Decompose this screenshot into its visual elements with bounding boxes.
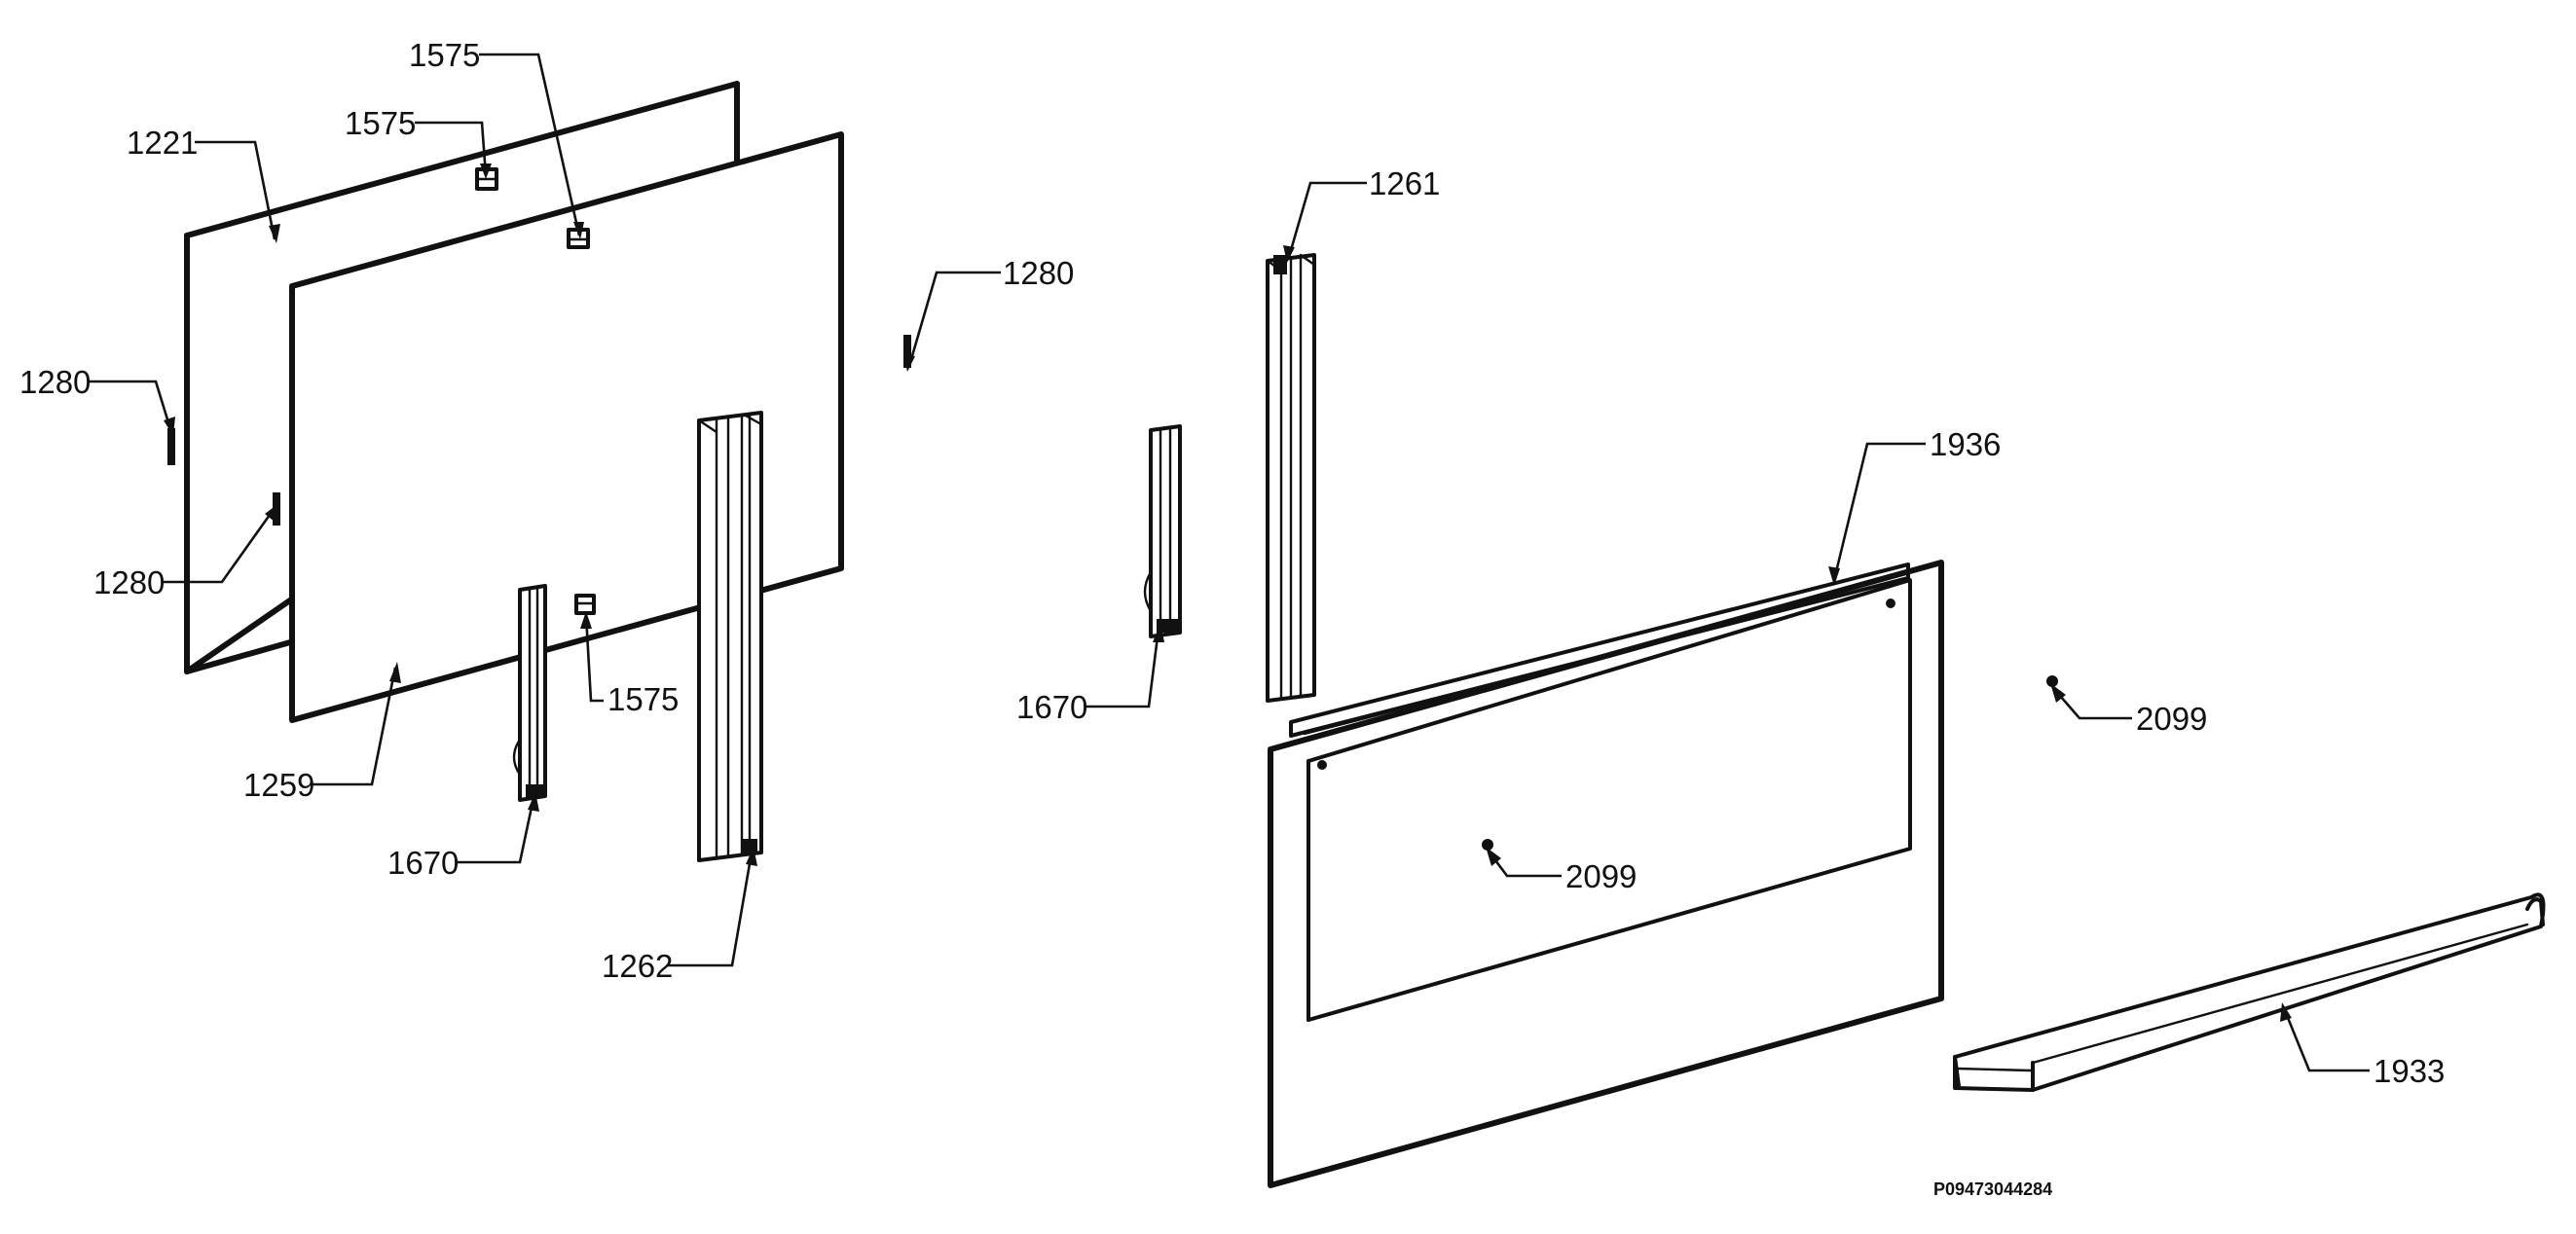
label-1262: 1262 <box>602 948 673 984</box>
bracket-1936 <box>1289 563 1910 738</box>
label-1575-top: 1575 <box>409 37 480 73</box>
screw-2099-center <box>1482 839 1493 851</box>
label-2099-center: 2099 <box>1565 858 1637 894</box>
profile-1670-right <box>1143 424 1182 638</box>
label-1575-mid: 1575 <box>345 105 416 141</box>
label-1670-left: 1670 <box>387 845 459 881</box>
part-labels: 1575 1575 1221 1280 1280 1280 1259 1670 … <box>19 37 2445 1089</box>
label-1936: 1936 <box>1930 426 2001 462</box>
profile-1670-left <box>512 584 547 802</box>
label-1280-left: 1280 <box>19 364 91 400</box>
label-1575-low: 1575 <box>607 681 679 717</box>
label-2099-right: 2099 <box>2136 701 2207 737</box>
profile-1261 <box>1266 253 1316 703</box>
label-1280-right: 1280 <box>1003 255 1074 291</box>
profile-1262 <box>697 411 763 862</box>
label-1933: 1933 <box>2374 1053 2445 1089</box>
clip-1575-low <box>574 594 596 615</box>
screw-2099-right <box>2046 675 2058 687</box>
leader-lines <box>90 53 2370 1072</box>
label-1259: 1259 <box>243 767 314 803</box>
pad-1280-right <box>903 335 911 368</box>
label-1670-right: 1670 <box>1016 689 1087 725</box>
handle-1933 <box>1953 892 2546 1092</box>
label-1261: 1261 <box>1369 165 1440 201</box>
pad-1280-left <box>167 428 175 465</box>
label-1280-inner: 1280 <box>93 564 165 600</box>
drawing-code: P09473044284 <box>1933 1180 2052 1199</box>
outer-door-panel <box>1268 560 1944 1188</box>
label-1221: 1221 <box>127 125 198 161</box>
